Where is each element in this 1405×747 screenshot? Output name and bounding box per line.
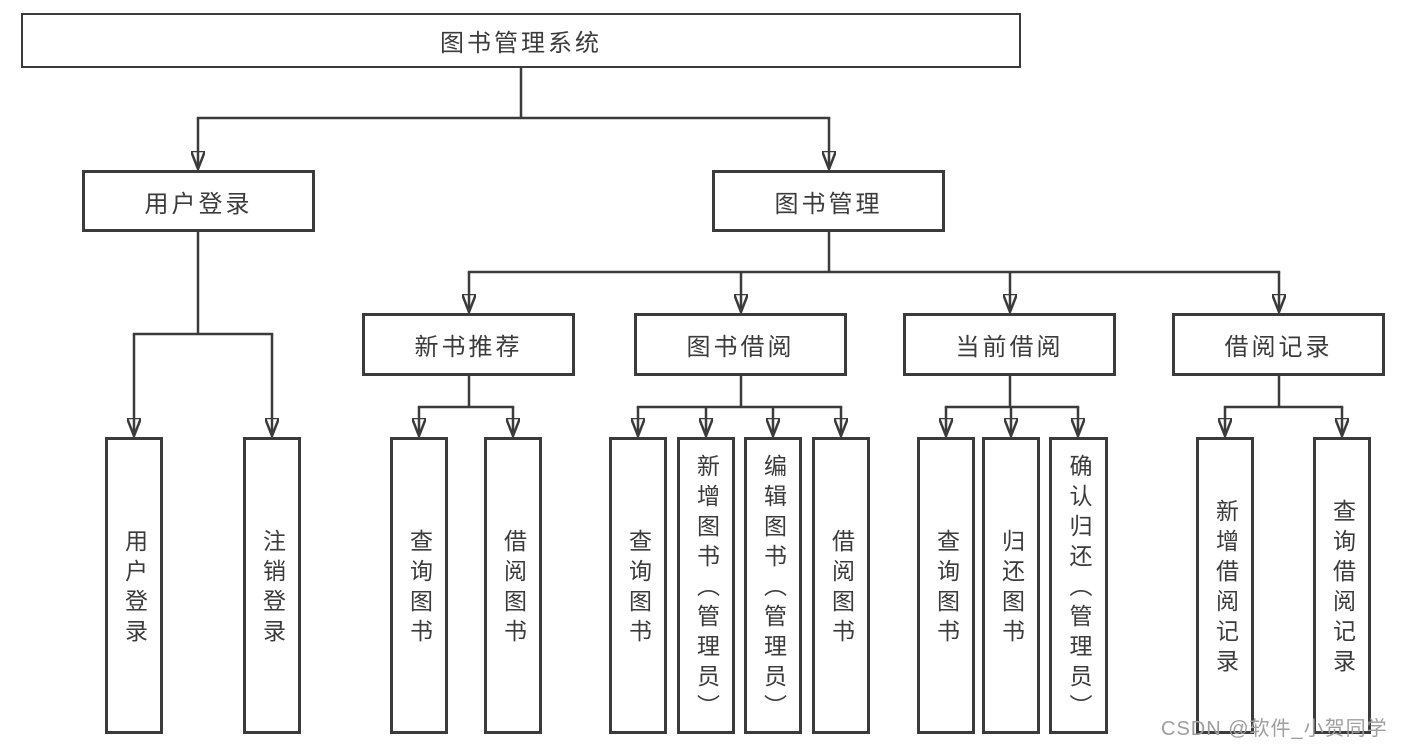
- node-label: 编辑图书（管理员）: [760, 454, 787, 724]
- node-label: 用户登录: [121, 529, 148, 649]
- leaf-confirm-return-admin: 确认归还（管理员）: [1049, 437, 1108, 734]
- node-new-book-recommend: 新书推荐: [362, 313, 575, 376]
- node-label: 用户登录: [144, 190, 253, 218]
- leaf-logout: 注销登录: [243, 437, 301, 734]
- node-book-management: 图书管理: [712, 170, 945, 232]
- node-label: 查询借阅记录: [1329, 499, 1356, 679]
- node-label: 查询图书: [625, 529, 652, 649]
- leaf-add-book-admin: 新增图书（管理员）: [677, 437, 735, 734]
- leaf-borrow-books-borrowing: 借阅图书: [812, 437, 870, 734]
- node-label: 图书借阅: [686, 334, 795, 361]
- node-label: 新增借阅记录: [1212, 499, 1239, 679]
- leaf-query-books-borrowing: 查询图书: [609, 437, 667, 734]
- node-book-borrowing: 图书借阅: [634, 313, 847, 376]
- node-label: 新书推荐: [414, 334, 523, 361]
- node-label: 确认归还（管理员）: [1066, 454, 1092, 724]
- node-label: 注销登录: [259, 529, 286, 649]
- leaf-return-book: 归还图书: [982, 437, 1040, 734]
- leaf-query-borrow-record: 查询借阅记录: [1313, 437, 1371, 734]
- node-label: 图书管理: [774, 190, 883, 218]
- node-label: 新增图书（管理员）: [693, 454, 720, 724]
- node-library-management-system: 图书管理系统: [21, 13, 1021, 68]
- leaf-edit-book-admin: 编辑图书（管理员）: [744, 437, 802, 734]
- node-label: 查询图书: [933, 529, 960, 649]
- node-user-login: 用户登录: [82, 170, 315, 232]
- node-label: 查询图书: [406, 529, 433, 649]
- node-current-borrowing: 当前借阅: [903, 313, 1116, 376]
- node-label: 图书管理系统: [440, 30, 602, 57]
- node-label: 当前借阅: [955, 334, 1064, 361]
- watermark: CSDN @软件_小贺同学: [1161, 718, 1388, 740]
- node-borrowing-records: 借阅记录: [1172, 313, 1385, 376]
- leaf-query-books-current: 查询图书: [917, 437, 975, 734]
- leaf-add-borrow-record: 新增借阅记录: [1196, 437, 1254, 734]
- node-label: 借阅图书: [828, 529, 855, 649]
- leaf-user-login: 用户登录: [105, 437, 163, 734]
- node-label: 借阅图书: [500, 529, 527, 649]
- leaf-borrow-books-recommend: 借阅图书: [484, 437, 542, 734]
- node-label: 借阅记录: [1224, 334, 1333, 361]
- node-label: 归还图书: [998, 529, 1025, 649]
- leaf-query-books-recommend: 查询图书: [390, 437, 448, 734]
